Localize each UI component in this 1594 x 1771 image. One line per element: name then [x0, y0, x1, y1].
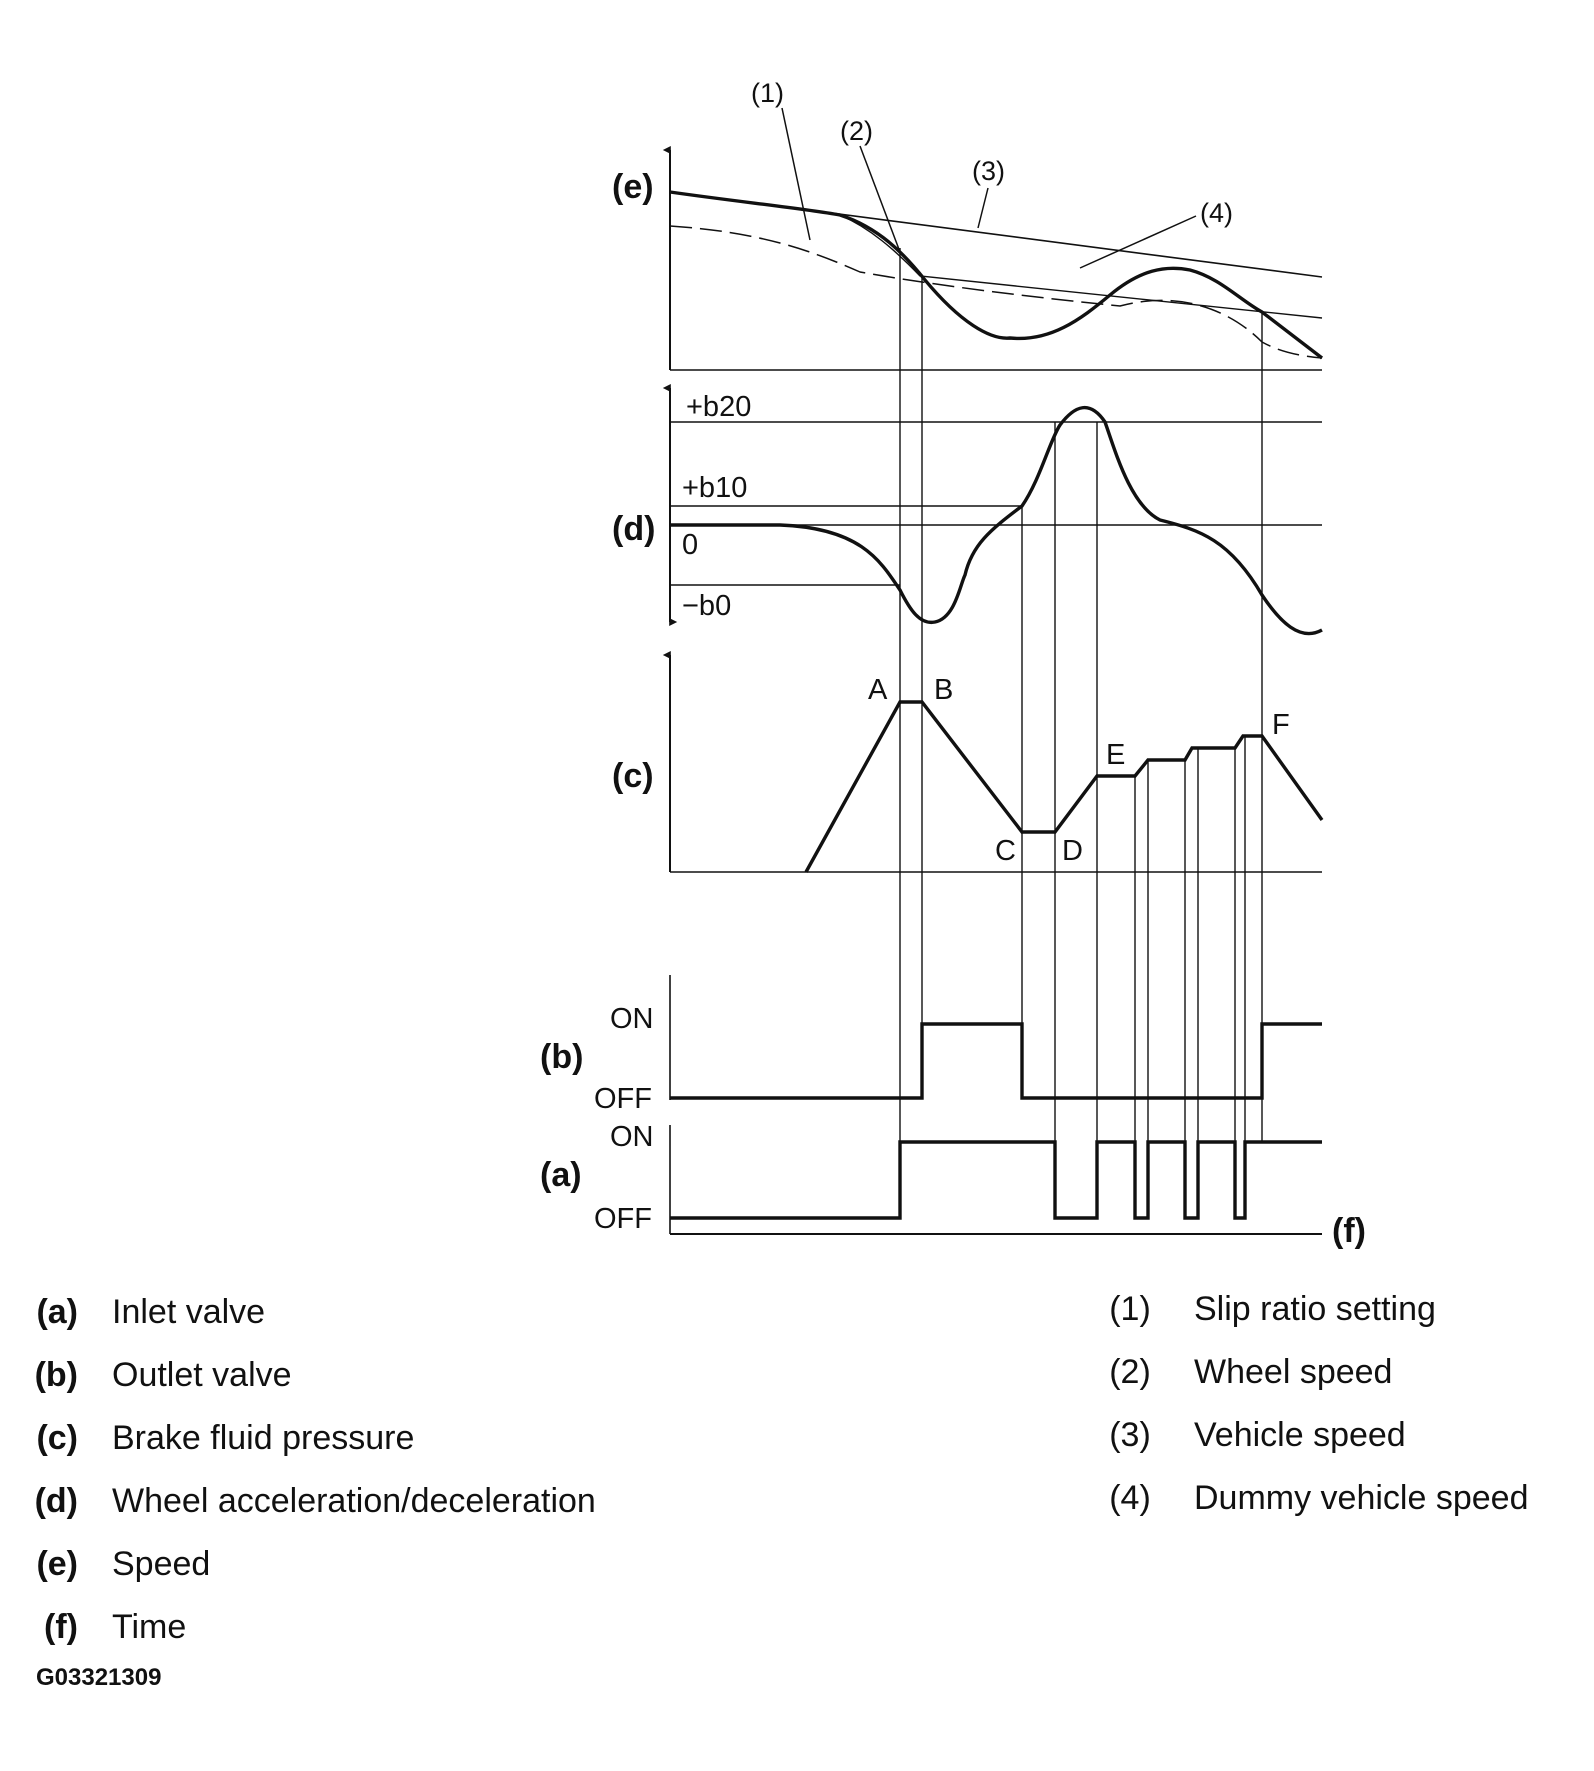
- panel-label-e: (e): [612, 168, 654, 206]
- outlet-off-label: OFF: [594, 1083, 652, 1115]
- wheel-speed-line: [669, 190, 1324, 360]
- legend-key: (e): [36, 1545, 78, 1583]
- tick-b20: +b20: [686, 391, 751, 423]
- wheel-acceleration-curve: [670, 405, 1323, 636]
- inlet-valve-panel: ON OFF (a) (f): [540, 1121, 1366, 1250]
- panel-label-c: (c): [612, 757, 654, 795]
- leader-3: [977, 187, 989, 229]
- legend-item-e: (e) Speed: [0, 1547, 596, 1610]
- legend-item-c: (c) Brake fluid pressure: [0, 1421, 596, 1484]
- legend-text: Wheel acceleration/deceleration: [112, 1482, 596, 1520]
- curve-number-1: (1): [751, 78, 784, 108]
- legend-item-3: (3) Vehicle speed: [1100, 1418, 1528, 1481]
- curve-number-3: (3): [972, 156, 1005, 186]
- legend-text: Inlet valve: [112, 1293, 266, 1331]
- panel-label-d: (d): [612, 510, 655, 548]
- legend-item-1: (1) Slip ratio setting: [1100, 1292, 1528, 1355]
- inlet-off-label: OFF: [594, 1203, 652, 1235]
- point-a: A: [868, 674, 888, 706]
- panel-label-f: (f): [1332, 1212, 1366, 1250]
- legend-key: (3): [1109, 1416, 1151, 1454]
- curve-number-4: (4): [1200, 198, 1233, 228]
- legend-left: (a) Inlet valve (b) Outlet valve (c) Bra…: [0, 1295, 596, 1673]
- brake-pressure-curve: [804, 700, 1324, 873]
- curve-number-2: (2): [840, 116, 873, 146]
- inlet-valve-signal: [670, 1140, 1322, 1220]
- point-b: B: [934, 674, 953, 706]
- legend-key: (1): [1109, 1290, 1151, 1328]
- legend-right: (1) Slip ratio setting (2) Wheel speed (…: [1100, 1292, 1528, 1544]
- point-d: D: [1062, 835, 1083, 867]
- figure-code: G03321309: [36, 1664, 162, 1691]
- legend-key: (d): [34, 1482, 78, 1520]
- tick-zero: 0: [682, 529, 698, 561]
- legend-item-2: (2) Wheel speed: [1100, 1355, 1528, 1418]
- legend-key: (2): [1109, 1353, 1151, 1391]
- legend-text: Speed: [112, 1545, 211, 1583]
- legend-text: Brake fluid pressure: [112, 1419, 415, 1457]
- acceleration-panel: +b20 +b10 0 −b0 (d): [612, 384, 1323, 636]
- point-e: E: [1106, 739, 1125, 771]
- legend-text: Wheel speed: [1194, 1353, 1393, 1391]
- outlet-valve-signal: [670, 1022, 1322, 1100]
- legend-item-f: (f) Time: [0, 1610, 596, 1673]
- tick-b10: +b10: [682, 472, 747, 504]
- timing-lines: [899, 248, 1263, 1218]
- legend-text: Time: [112, 1608, 187, 1646]
- leader-1: [781, 107, 811, 241]
- legend-key: (b): [34, 1356, 78, 1394]
- pressure-panel: A B C D E F (c): [612, 651, 1324, 873]
- tick-b0: −b0: [682, 590, 731, 622]
- legend-item-b: (b) Outlet valve: [0, 1358, 596, 1421]
- outlet-valve-panel: ON OFF (b): [540, 975, 1322, 1115]
- legend-key: (a): [36, 1293, 78, 1331]
- inlet-on-label: ON: [610, 1121, 654, 1153]
- leader-4: [1079, 215, 1197, 269]
- legend-key: (4): [1109, 1479, 1151, 1517]
- legend-item-d: (d) Wheel acceleration/deceleration: [0, 1484, 596, 1547]
- legend-text: Outlet valve: [112, 1356, 292, 1394]
- panel-label-a: (a): [540, 1156, 582, 1194]
- panel-label-b: (b): [540, 1038, 583, 1076]
- speed-panel: (1) (2) (3) (4) (e): [612, 78, 1324, 371]
- legend-text: Vehicle speed: [1194, 1416, 1406, 1454]
- leader-2: [859, 145, 901, 253]
- legend-key: (c): [36, 1419, 78, 1457]
- legend-item-a: (a) Inlet valve: [0, 1295, 596, 1358]
- point-c: C: [995, 835, 1016, 867]
- legend-text: Dummy vehicle speed: [1194, 1479, 1529, 1517]
- legend-text: Slip ratio setting: [1194, 1290, 1436, 1328]
- legend-item-4: (4) Dummy vehicle speed: [1100, 1481, 1528, 1544]
- point-f: F: [1272, 709, 1290, 741]
- legend-key: (f): [44, 1608, 78, 1646]
- outlet-on-label: ON: [610, 1003, 654, 1035]
